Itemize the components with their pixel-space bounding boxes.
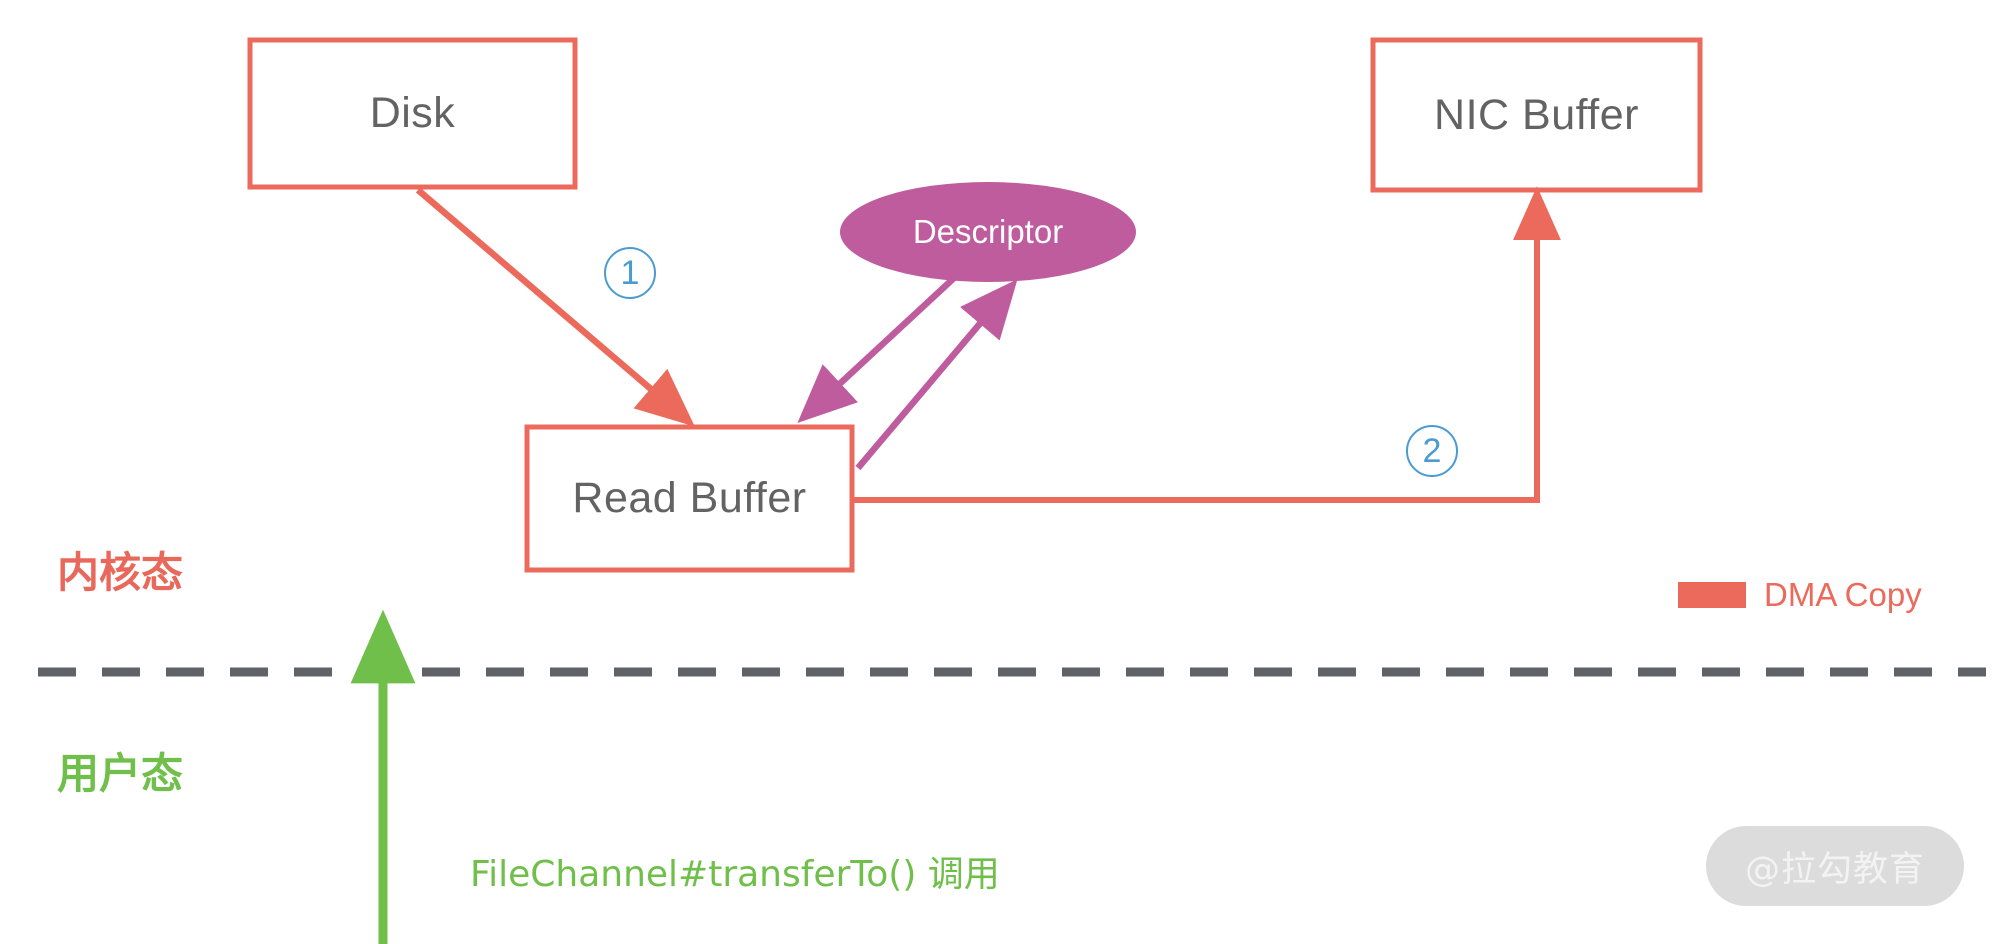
ellipse-descriptor — [840, 182, 1136, 282]
api-call-label: FileChannel#transferTo() 调用 — [470, 854, 1000, 895]
box-label-read-buffer: Read Buffer — [572, 474, 807, 522]
arrow-read-buffer-to-descriptor — [855, 279, 1018, 471]
ellipse-label-descriptor: Descriptor — [912, 213, 1064, 250]
box-read-buffer — [524, 424, 855, 573]
box-nic-buffer — [1370, 37, 1703, 193]
box-label-disk: Disk — [369, 89, 456, 137]
box-label-nic-buffer: NIC Buffer — [1434, 90, 1639, 139]
arrow-descriptor-to-read-buffer — [797, 275, 957, 423]
watermark: @拉勾教育 — [1706, 826, 1964, 906]
legend-swatch-dma-copy — [1678, 582, 1746, 608]
step-marker-1: 1 — [604, 247, 656, 299]
arrow-read-buffer-to-nic-buffer — [852, 186, 1561, 503]
user-mode-label: 用户态 — [57, 749, 184, 798]
legend: DMA Copy — [1678, 576, 1922, 614]
step-marker-2: 2 — [1406, 425, 1458, 477]
legend-label-dma-copy: DMA Copy — [1764, 576, 1922, 613]
kernel-mode-label: 内核态 — [57, 548, 184, 597]
arrow-disk-to-read-buffer — [415, 187, 695, 427]
box-disk — [247, 37, 578, 190]
